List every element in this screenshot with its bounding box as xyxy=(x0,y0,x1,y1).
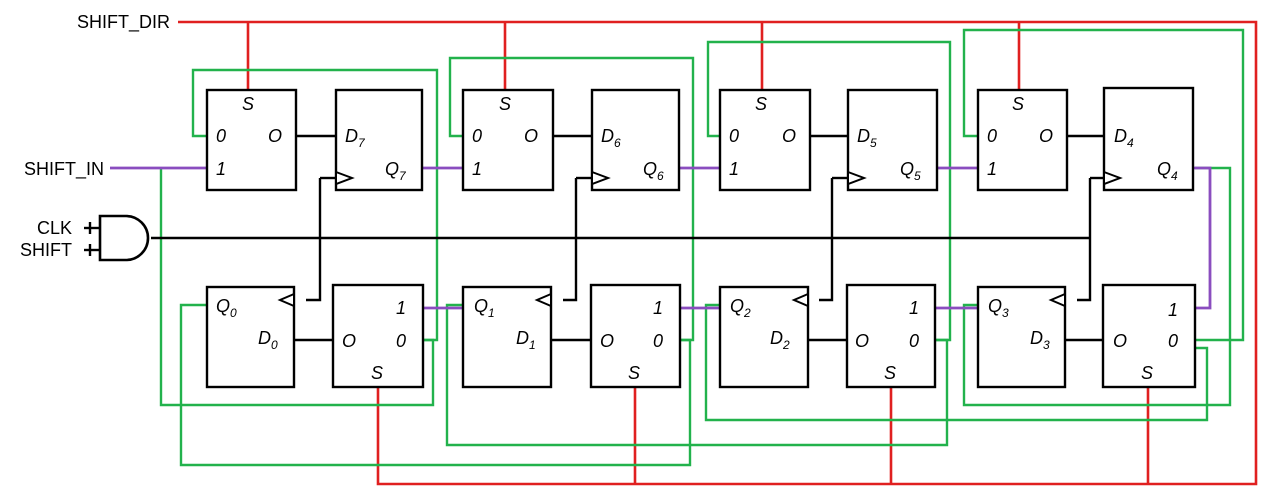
input-0-label: 0 xyxy=(729,126,739,146)
and-gate xyxy=(98,214,150,262)
input-1-label: 1 xyxy=(653,298,663,318)
select-label: S xyxy=(628,363,640,383)
top-flipflop-5: D5 Q5 xyxy=(846,88,939,192)
output-label: O xyxy=(1113,331,1127,351)
q-label: Q5 xyxy=(900,159,921,183)
d-label: D7 xyxy=(345,126,366,150)
bottom-flipflop-3: Q3 D3 xyxy=(976,285,1067,389)
input-1-label: 1 xyxy=(987,159,997,179)
select-label: S xyxy=(1012,94,1024,114)
d-label: D4 xyxy=(1114,126,1134,150)
q-label: Q6 xyxy=(643,159,664,183)
select-label: S xyxy=(499,94,511,114)
d-label: D0 xyxy=(258,328,278,352)
input-0-label: 0 xyxy=(653,331,663,351)
bottom-mux-1: 1 O 0 S xyxy=(331,283,425,389)
clk-label: CLK xyxy=(37,218,72,238)
q-label: Q1 xyxy=(474,296,495,320)
d-label: D2 xyxy=(770,328,790,352)
input-1-label: 1 xyxy=(216,159,226,179)
q-label: Q7 xyxy=(385,159,407,183)
input-0-label: 0 xyxy=(1168,331,1178,351)
output-label: O xyxy=(1039,126,1053,146)
top-mux-1: S 0 O 1 xyxy=(205,88,298,192)
bottom-flipflop-2: Q2 D2 xyxy=(718,285,810,389)
top-mux-4: S 0 O 1 xyxy=(976,88,1069,192)
output-label: O xyxy=(782,126,796,146)
input-0-label: 0 xyxy=(216,126,226,146)
q-label: Q3 xyxy=(988,296,1009,320)
input-0-label: 0 xyxy=(987,126,997,146)
input-1-label: 1 xyxy=(472,159,482,179)
shift-dir-label: SHIFT_DIR xyxy=(77,12,170,33)
output-label: O xyxy=(524,126,538,146)
select-label: S xyxy=(755,94,767,114)
input-1-label: 1 xyxy=(1168,300,1178,320)
bottom-mux-3: 1 O 0 S xyxy=(845,283,937,389)
output-label: O xyxy=(268,126,282,146)
top-mux-3: S 0 O 1 xyxy=(718,88,812,192)
q-label: Q0 xyxy=(216,296,237,320)
top-flipflop-4: D4 Q4 xyxy=(1102,86,1195,192)
d-label: D1 xyxy=(516,328,536,352)
shift-in-label: SHIFT_IN xyxy=(24,159,104,180)
select-label: S xyxy=(371,363,383,383)
q-label: Q2 xyxy=(730,296,751,320)
output-label: O xyxy=(855,331,869,351)
bottom-mux-4: 1 O 0 S xyxy=(1101,283,1197,389)
input-0-label: 0 xyxy=(472,126,482,146)
input-0-label: 0 xyxy=(909,331,919,351)
bottom-mux-2: 1 O 0 S xyxy=(589,283,682,389)
select-label: S xyxy=(242,94,254,114)
select-label: S xyxy=(884,363,896,383)
input-1-label: 1 xyxy=(729,159,739,179)
bottom-flipflop-1: Q1 D1 xyxy=(461,285,553,389)
input-0-label: 0 xyxy=(396,331,406,351)
data-wires xyxy=(110,166,1212,310)
top-mux-2: S 0 O 1 xyxy=(461,88,555,192)
input-1-label: 1 xyxy=(396,298,406,318)
feedback-wires xyxy=(159,28,1245,467)
top-flipflop-7: D7 Q7 xyxy=(334,88,424,192)
d-label: D6 xyxy=(601,126,621,150)
q-label: Q4 xyxy=(1157,159,1178,183)
output-label: O xyxy=(600,331,614,351)
top-flipflop-6: D6 Q6 xyxy=(590,88,681,192)
d-label: D3 xyxy=(1030,328,1050,352)
select-label: S xyxy=(1141,363,1153,383)
input-1-label: 1 xyxy=(909,298,919,318)
output-label: O xyxy=(342,331,356,351)
internal-wires xyxy=(84,134,1104,342)
shift-label: SHIFT xyxy=(20,240,72,260)
shift-dir-wires xyxy=(178,20,1258,486)
d-label: D5 xyxy=(857,126,877,150)
bottom-flipflop-0: Q0 D0 xyxy=(205,285,296,389)
